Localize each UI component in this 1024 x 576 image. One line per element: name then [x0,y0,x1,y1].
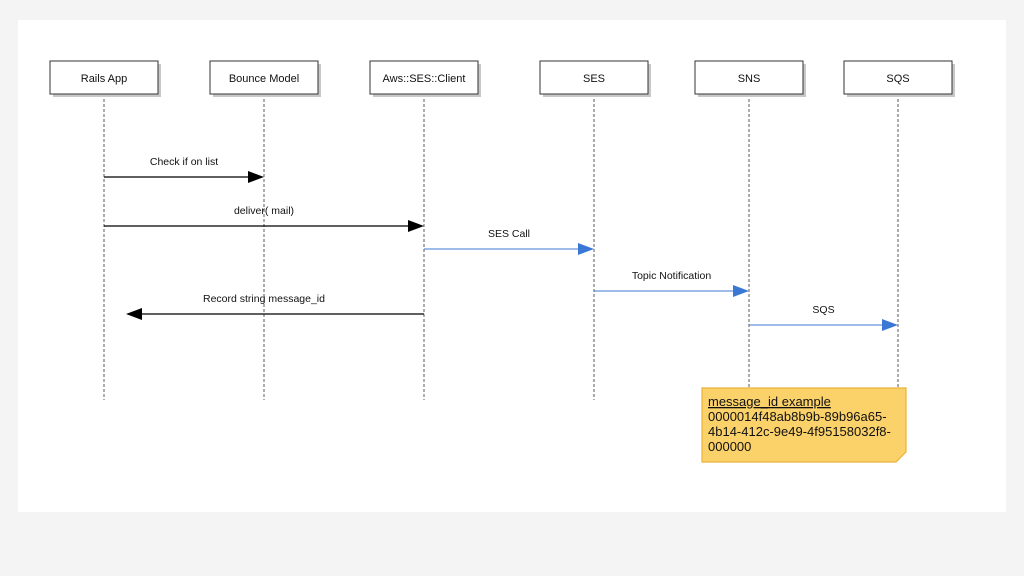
message-label-3: Topic Notification [632,270,712,282]
actor-box-rails [49,60,159,95]
actor-box-ses [539,60,649,95]
actor-label-bounce: Bounce Model [229,73,299,85]
actor-box-client [369,60,479,95]
message-arrowhead-2 [578,243,594,255]
note-line-1: 0000014f48ab8b9b-89b96a65- [708,409,887,424]
message-arrowhead-4 [126,308,142,320]
actor-label-rails: Rails App [81,73,127,85]
message-arrowhead-0 [248,171,264,183]
message-arrowhead-1 [408,220,424,232]
actor-label-sqs: SQS [886,73,909,85]
message-arrowhead-3 [733,285,749,297]
message-label-1: deliver( mail) [234,205,294,217]
message-label-0: Check if on list [150,156,218,168]
actor-label-ses: SES [583,73,605,85]
message-label-2: SES Call [488,228,530,240]
actor-box-sqs [843,60,953,95]
actor-box-bounce [209,60,319,95]
note-line-2: 4b14-412c-9e49-4f95158032f8- [708,424,891,439]
actor-label-sns: SNS [738,73,761,85]
actor-box-sns [694,60,804,95]
message-arrowhead-5 [882,319,898,331]
actor-label-client: Aws::SES::Client [383,73,466,85]
note-line-3: 000000 [708,439,751,454]
message-label-4: Record string message_id [203,293,325,305]
note: message_id example 0000014f48ab8b9b-89b9… [701,387,907,463]
note-box [701,387,907,463]
note-title: message_id example [708,394,831,409]
message-label-5: SQS [812,304,834,316]
